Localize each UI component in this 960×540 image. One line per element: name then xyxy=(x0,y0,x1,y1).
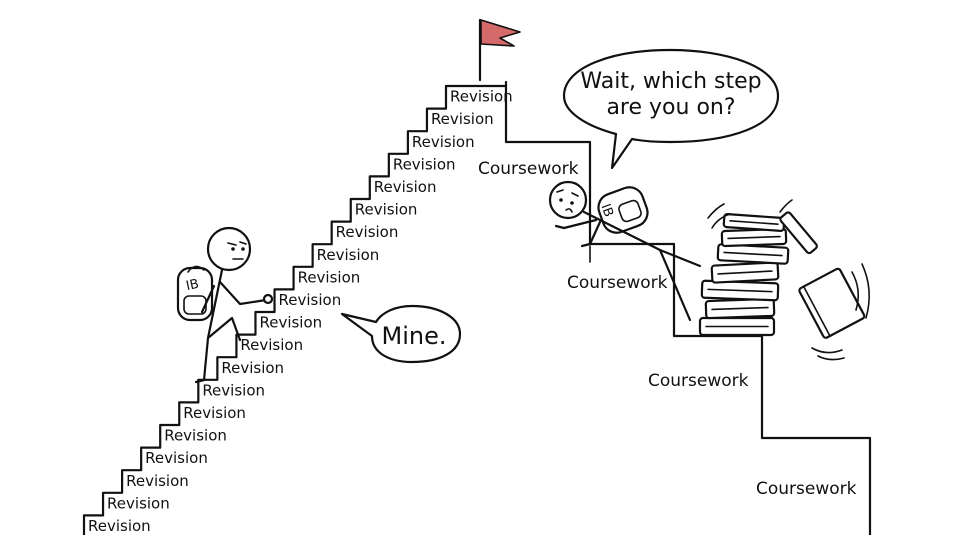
revision-step-label: Revision xyxy=(279,291,342,309)
revision-step-label: Revision xyxy=(145,449,208,467)
stick-figure-climbing: IB xyxy=(176,226,274,384)
revision-step-label: Revision xyxy=(202,381,265,399)
speech-bubble-answer: Mine. xyxy=(340,304,462,364)
speech-text-line: are you on? xyxy=(606,95,735,120)
speech-text: Mine. xyxy=(382,322,447,350)
revision-step-label: Revision xyxy=(336,223,399,241)
flying-book-icon xyxy=(779,211,818,255)
revision-step-label: Revision xyxy=(317,246,380,264)
backpack-icon xyxy=(176,266,214,322)
summit-flag xyxy=(478,18,521,82)
revision-step-label: Revision xyxy=(240,336,303,354)
falling-book-icon xyxy=(798,267,866,339)
revision-step-label: Revision xyxy=(164,427,227,445)
revision-staircase: RevisionRevisionRevisionRevisionRevision… xyxy=(82,84,513,537)
backpack-label: IB xyxy=(185,277,201,294)
revision-step-label: Revision xyxy=(126,472,189,490)
revision-step-label: Revision xyxy=(412,133,475,151)
revision-steps-outline xyxy=(82,84,508,537)
revision-step-label: Revision xyxy=(450,88,513,106)
revision-step-label: Revision xyxy=(355,201,418,219)
backpack-icon xyxy=(597,186,649,234)
revision-step-label: Revision xyxy=(298,268,361,286)
revision-step-label: Revision xyxy=(183,404,246,422)
motion-lines xyxy=(707,199,870,361)
coursework-staircase: Coursework Coursework Coursework Coursew… xyxy=(478,80,872,537)
revision-step-label: Revision xyxy=(374,178,437,196)
revision-step-label: Revision xyxy=(221,359,284,377)
book-stack xyxy=(698,213,790,337)
coursework-step-label: Coursework xyxy=(478,159,579,179)
coursework-step-label: Coursework xyxy=(648,371,749,391)
revision-step-label: Revision xyxy=(259,314,322,332)
head-icon xyxy=(548,180,588,220)
speech-bubble-question: Wait, which step are you on? xyxy=(562,48,780,170)
speech-text-line: Wait, which step xyxy=(580,69,761,94)
revision-step-label: Revision xyxy=(393,155,456,173)
backpack-label: IB xyxy=(597,202,615,219)
stick-figure-falling: IB xyxy=(548,180,702,322)
revision-step-label: Revision xyxy=(107,494,170,512)
revision-step-label: Revision xyxy=(88,517,151,535)
coursework-step-label: Coursework xyxy=(567,273,668,293)
revision-step-label: Revision xyxy=(431,110,494,128)
coursework-step-label: Coursework xyxy=(756,479,857,499)
